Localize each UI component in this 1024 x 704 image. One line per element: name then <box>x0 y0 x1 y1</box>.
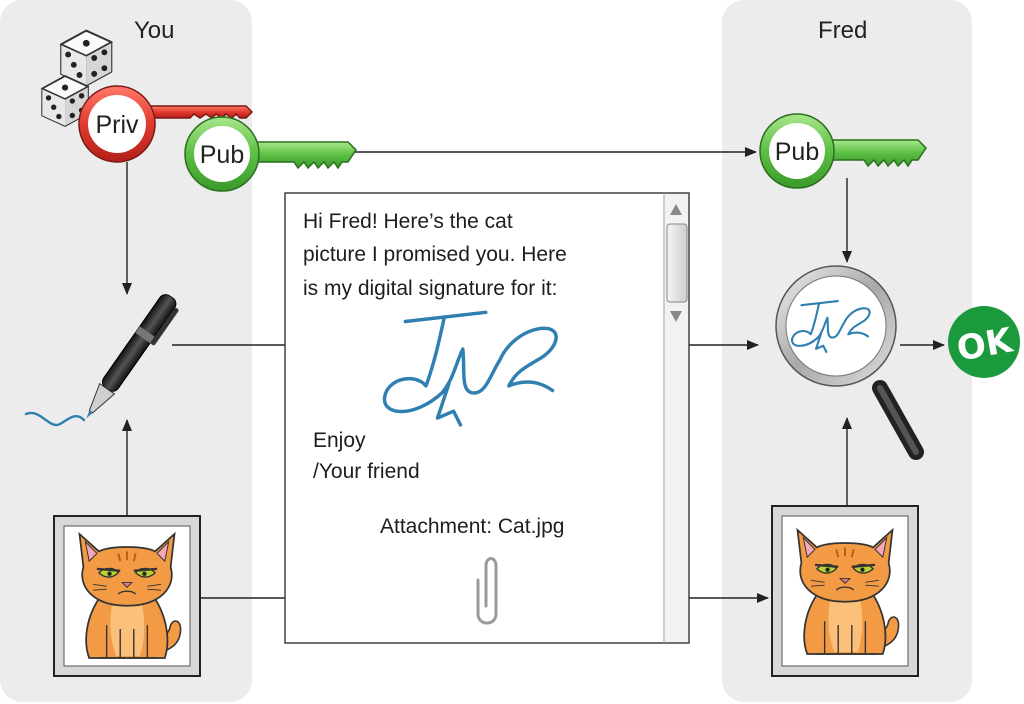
receiver-cat-picture-icon <box>771 505 919 677</box>
scroll-thumb[interactable] <box>666 223 688 303</box>
receiver-public-key-icon: Pub <box>759 113 927 189</box>
public-key-icon: Pub <box>184 116 357 192</box>
message-line-3: is my digital signature for it: <box>303 277 557 300</box>
sender-cat-picture-icon <box>53 515 201 677</box>
message-closing: Enjoy <box>313 429 366 452</box>
ok-badge: OK <box>948 306 1020 378</box>
message-line-2: picture I promised you. Here <box>303 243 567 266</box>
sender-label: You <box>134 17 175 44</box>
message-scrollbar[interactable] <box>666 204 688 322</box>
scroll-up-arrow-icon[interactable] <box>670 204 682 215</box>
public-key-label: Pub <box>200 141 244 169</box>
receiver-public-key-label: Pub <box>775 138 819 166</box>
pen-icon <box>24 294 179 427</box>
private-key-icon: Priv <box>78 85 254 163</box>
receiver-label: Fred <box>818 17 868 44</box>
magnifier-icon <box>775 265 924 460</box>
private-key-label: Priv <box>95 111 139 139</box>
message-signoff: /Your friend <box>313 460 420 483</box>
attachment-label: Attachment: Cat.jpg <box>380 515 564 538</box>
message-line-1: Hi Fred! Here’s the cat <box>303 210 513 233</box>
ok-badge-label: OK <box>954 320 1017 369</box>
scroll-down-arrow-icon[interactable] <box>670 311 682 322</box>
paperclip-icon[interactable] <box>476 557 498 625</box>
